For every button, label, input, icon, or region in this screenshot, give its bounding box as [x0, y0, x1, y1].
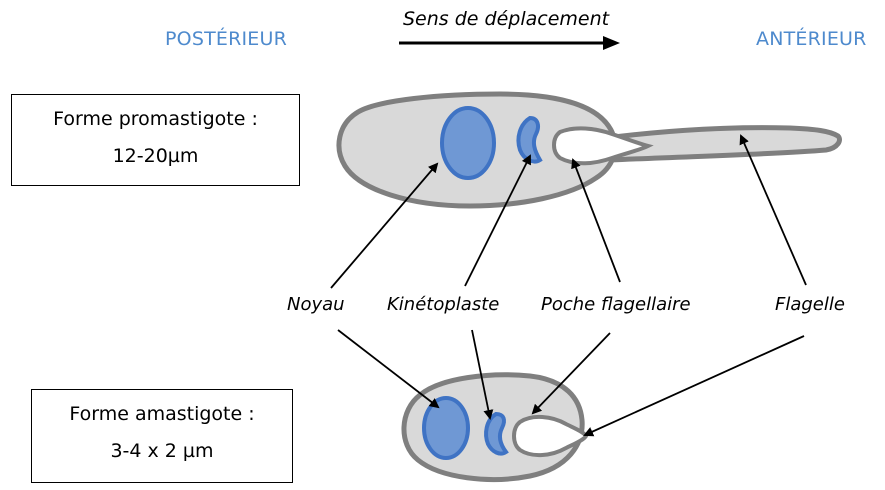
arrow-flagelle-promastigote [739, 134, 807, 286]
posterior-heading: POSTÉRIEUR [165, 28, 288, 50]
promastigote-flagellar-pocket [552, 126, 654, 166]
promastigote-cell [336, 91, 842, 209]
promastigote-name: Forme promastigote : [53, 108, 258, 130]
amastigote-name: Forme amastigote : [69, 403, 255, 425]
arrow-poche-promastigote [571, 158, 621, 283]
direction-arrow [399, 36, 620, 50]
label-poche-flagellaire: Poche flagellaire [541, 294, 691, 315]
label-kinetoplaste: Kinétoplaste [387, 294, 500, 315]
label-noyau: Noyau [287, 294, 345, 315]
promastigote-nucleus [440, 106, 496, 180]
arrow-flagelle-amastigote [583, 335, 805, 437]
arrow-noyau-amastigote [337, 329, 440, 409]
promastigote-box: Forme promastigote : 12-20µm [11, 94, 300, 186]
direction-label: Sens de déplacement [403, 8, 610, 30]
amastigote-box: Forme amastigote : 3-4 x 2 µm [31, 389, 293, 483]
pointer-arrows [330, 134, 807, 437]
promastigote-size: 12-20µm [112, 145, 199, 167]
arrow-noyau-promastigote [330, 162, 439, 289]
promastigote-flagellum [587, 125, 842, 163]
label-flagelle: Flagelle [775, 294, 845, 315]
amastigote-nucleus [422, 396, 470, 460]
arrow-poche-amastigote [531, 332, 611, 415]
promastigote-kinetoplast [516, 115, 543, 164]
amastigote-size: 3-4 x 2 µm [110, 440, 214, 462]
anterior-heading: ANTÉRIEUR [756, 28, 867, 50]
arrow-kineto-amastigote [471, 329, 494, 420]
arrow-kineto-promastigote [464, 154, 531, 287]
amastigote-flagellar-pocket [512, 415, 589, 457]
amastigote-kinetoplast [484, 411, 509, 456]
amastigote-cell [401, 372, 589, 482]
